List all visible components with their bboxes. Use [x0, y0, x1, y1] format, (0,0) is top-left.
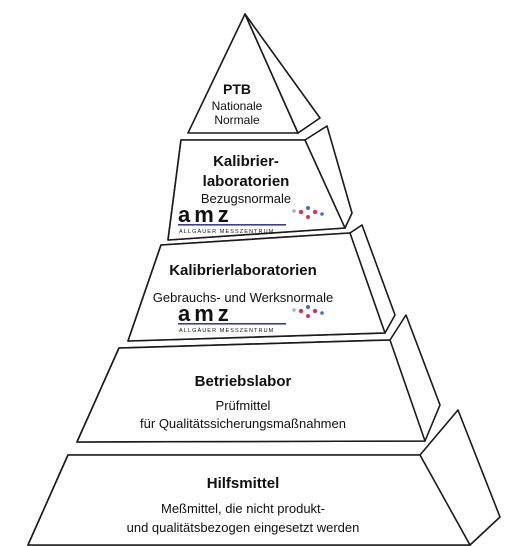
pyramid-level-hilfsmittel [27, 409, 501, 546]
logo-subtitle: ALLGÄUER MESSZENTRUM [179, 327, 274, 334]
logo-dots-icon [292, 206, 324, 219]
pyramid-level-bezugsnormale [167, 125, 353, 241]
level-title: Kalibrierlaboratorien [169, 262, 317, 279]
level-side-face [244, 13, 321, 134]
logo-subtitle: ALLGÄUER MESSZENTRUM [179, 228, 274, 235]
level-text: Normale [214, 113, 260, 127]
level-title: Kalibrier- [213, 153, 279, 170]
pyramid-level-ptb [187, 13, 321, 134]
logo-underline [178, 224, 286, 226]
logo-underline [178, 323, 286, 325]
level-front-face [27, 454, 471, 546]
level-text: Prüfmittel [216, 398, 271, 413]
level-front-face [127, 232, 386, 342]
logo-wordmark: amz [178, 202, 233, 227]
logo-dots-icon [292, 305, 324, 318]
level-title: PTB [223, 81, 251, 97]
level-text: Gebrauchs- und Werksnormale [153, 290, 333, 305]
level-text: Meßmittel, die nicht produkt- [161, 501, 325, 516]
level-title: Hilfsmittel [207, 475, 280, 492]
amz-logo: amz ALLGÄUER MESSZENTRUM [178, 301, 324, 334]
pyramid-level-betriebslabor [76, 314, 441, 443]
level-text: Bezugsnormale [201, 191, 291, 206]
level-text: und qualitätsbezogen eingesetzt werden [127, 520, 360, 535]
level-title: Betriebslabor [195, 373, 292, 390]
level-text: Nationale [212, 99, 263, 113]
level-front-face [76, 339, 426, 443]
amz-logo: amz ALLGÄUER MESSZENTRUM [178, 202, 324, 235]
level-title: laboratorien [203, 173, 290, 190]
logo-wordmark: amz [178, 301, 233, 326]
level-text: für Qualitätssicherungsmaßnahmen [140, 416, 346, 431]
level-front-face [167, 139, 346, 241]
